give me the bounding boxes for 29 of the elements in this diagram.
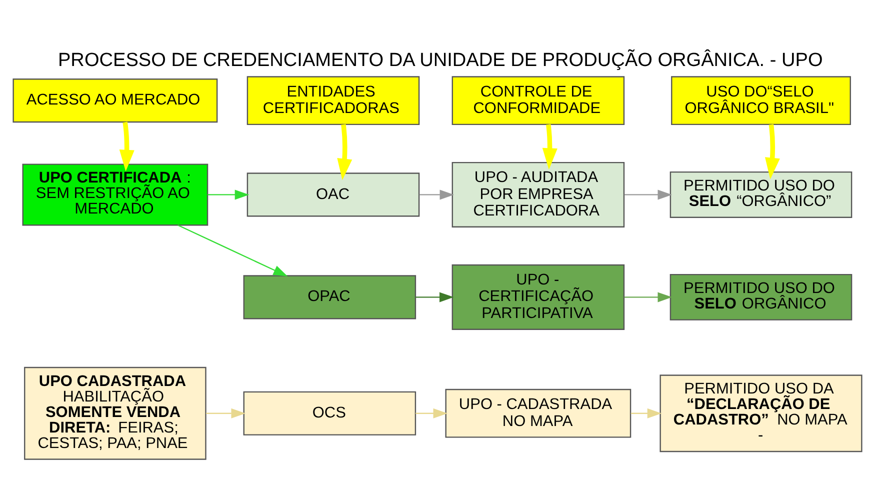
arrow xyxy=(337,124,352,180)
diagram-title: PROCESSO DE CREDENCIAMENTO DA UNIDADE DE PRODUÇÃO ORGÂNICA. - UPO xyxy=(58,49,823,70)
arrow xyxy=(206,408,246,418)
node-box: USO DO“SELO ORGÂNICO BRASIL" xyxy=(671,76,851,124)
node-box: PERMITIDO USO DO SELO ORGÂNICO xyxy=(670,273,852,320)
node-box: PERMITIDO USO DO SELO “ORGÂNICO” xyxy=(670,170,852,218)
node-box: OAC xyxy=(246,172,420,216)
arrow xyxy=(419,189,454,200)
node-box: UPO CADASTRADA HABILITAÇÃO SOMENTE VENDA DIRETA: FEIRAS; CESTAS; PAA; PNAE xyxy=(24,366,206,460)
node-box: UPO - AUDITADA POR EMPRESA CERTIFICADORA xyxy=(452,161,625,227)
arrow xyxy=(416,292,454,302)
node-box: OCS xyxy=(243,390,416,435)
arrow xyxy=(542,124,558,170)
arrow xyxy=(119,121,134,171)
arrow xyxy=(624,189,672,200)
node-box: UPO - CADASTRADA NO MAPA xyxy=(445,388,632,438)
arrow xyxy=(208,189,250,200)
node-box: ENTIDADES CERTIFICADORAS xyxy=(246,76,420,124)
arrow xyxy=(416,408,448,418)
arrow xyxy=(624,292,672,302)
node-box: UPO - CERTIFICAÇÃO PARTICIPATIVA xyxy=(452,264,625,330)
node-box: PERMITIDO USO DA “DECLARAÇÃO DE CADASTRO” NO MAPA - xyxy=(660,374,862,452)
node-box: ACESSO AO MERCADO xyxy=(12,78,218,122)
node-box: CONTROLE DE CONFORMIDADE xyxy=(452,76,625,124)
arrow xyxy=(178,224,288,276)
node-box: OPAC xyxy=(243,274,416,319)
arrow xyxy=(764,124,780,179)
node-box: UPO CERTIFICADA: SEM RESTRIÇÃO AO MERCADO xyxy=(22,163,208,226)
arrow xyxy=(630,408,662,418)
